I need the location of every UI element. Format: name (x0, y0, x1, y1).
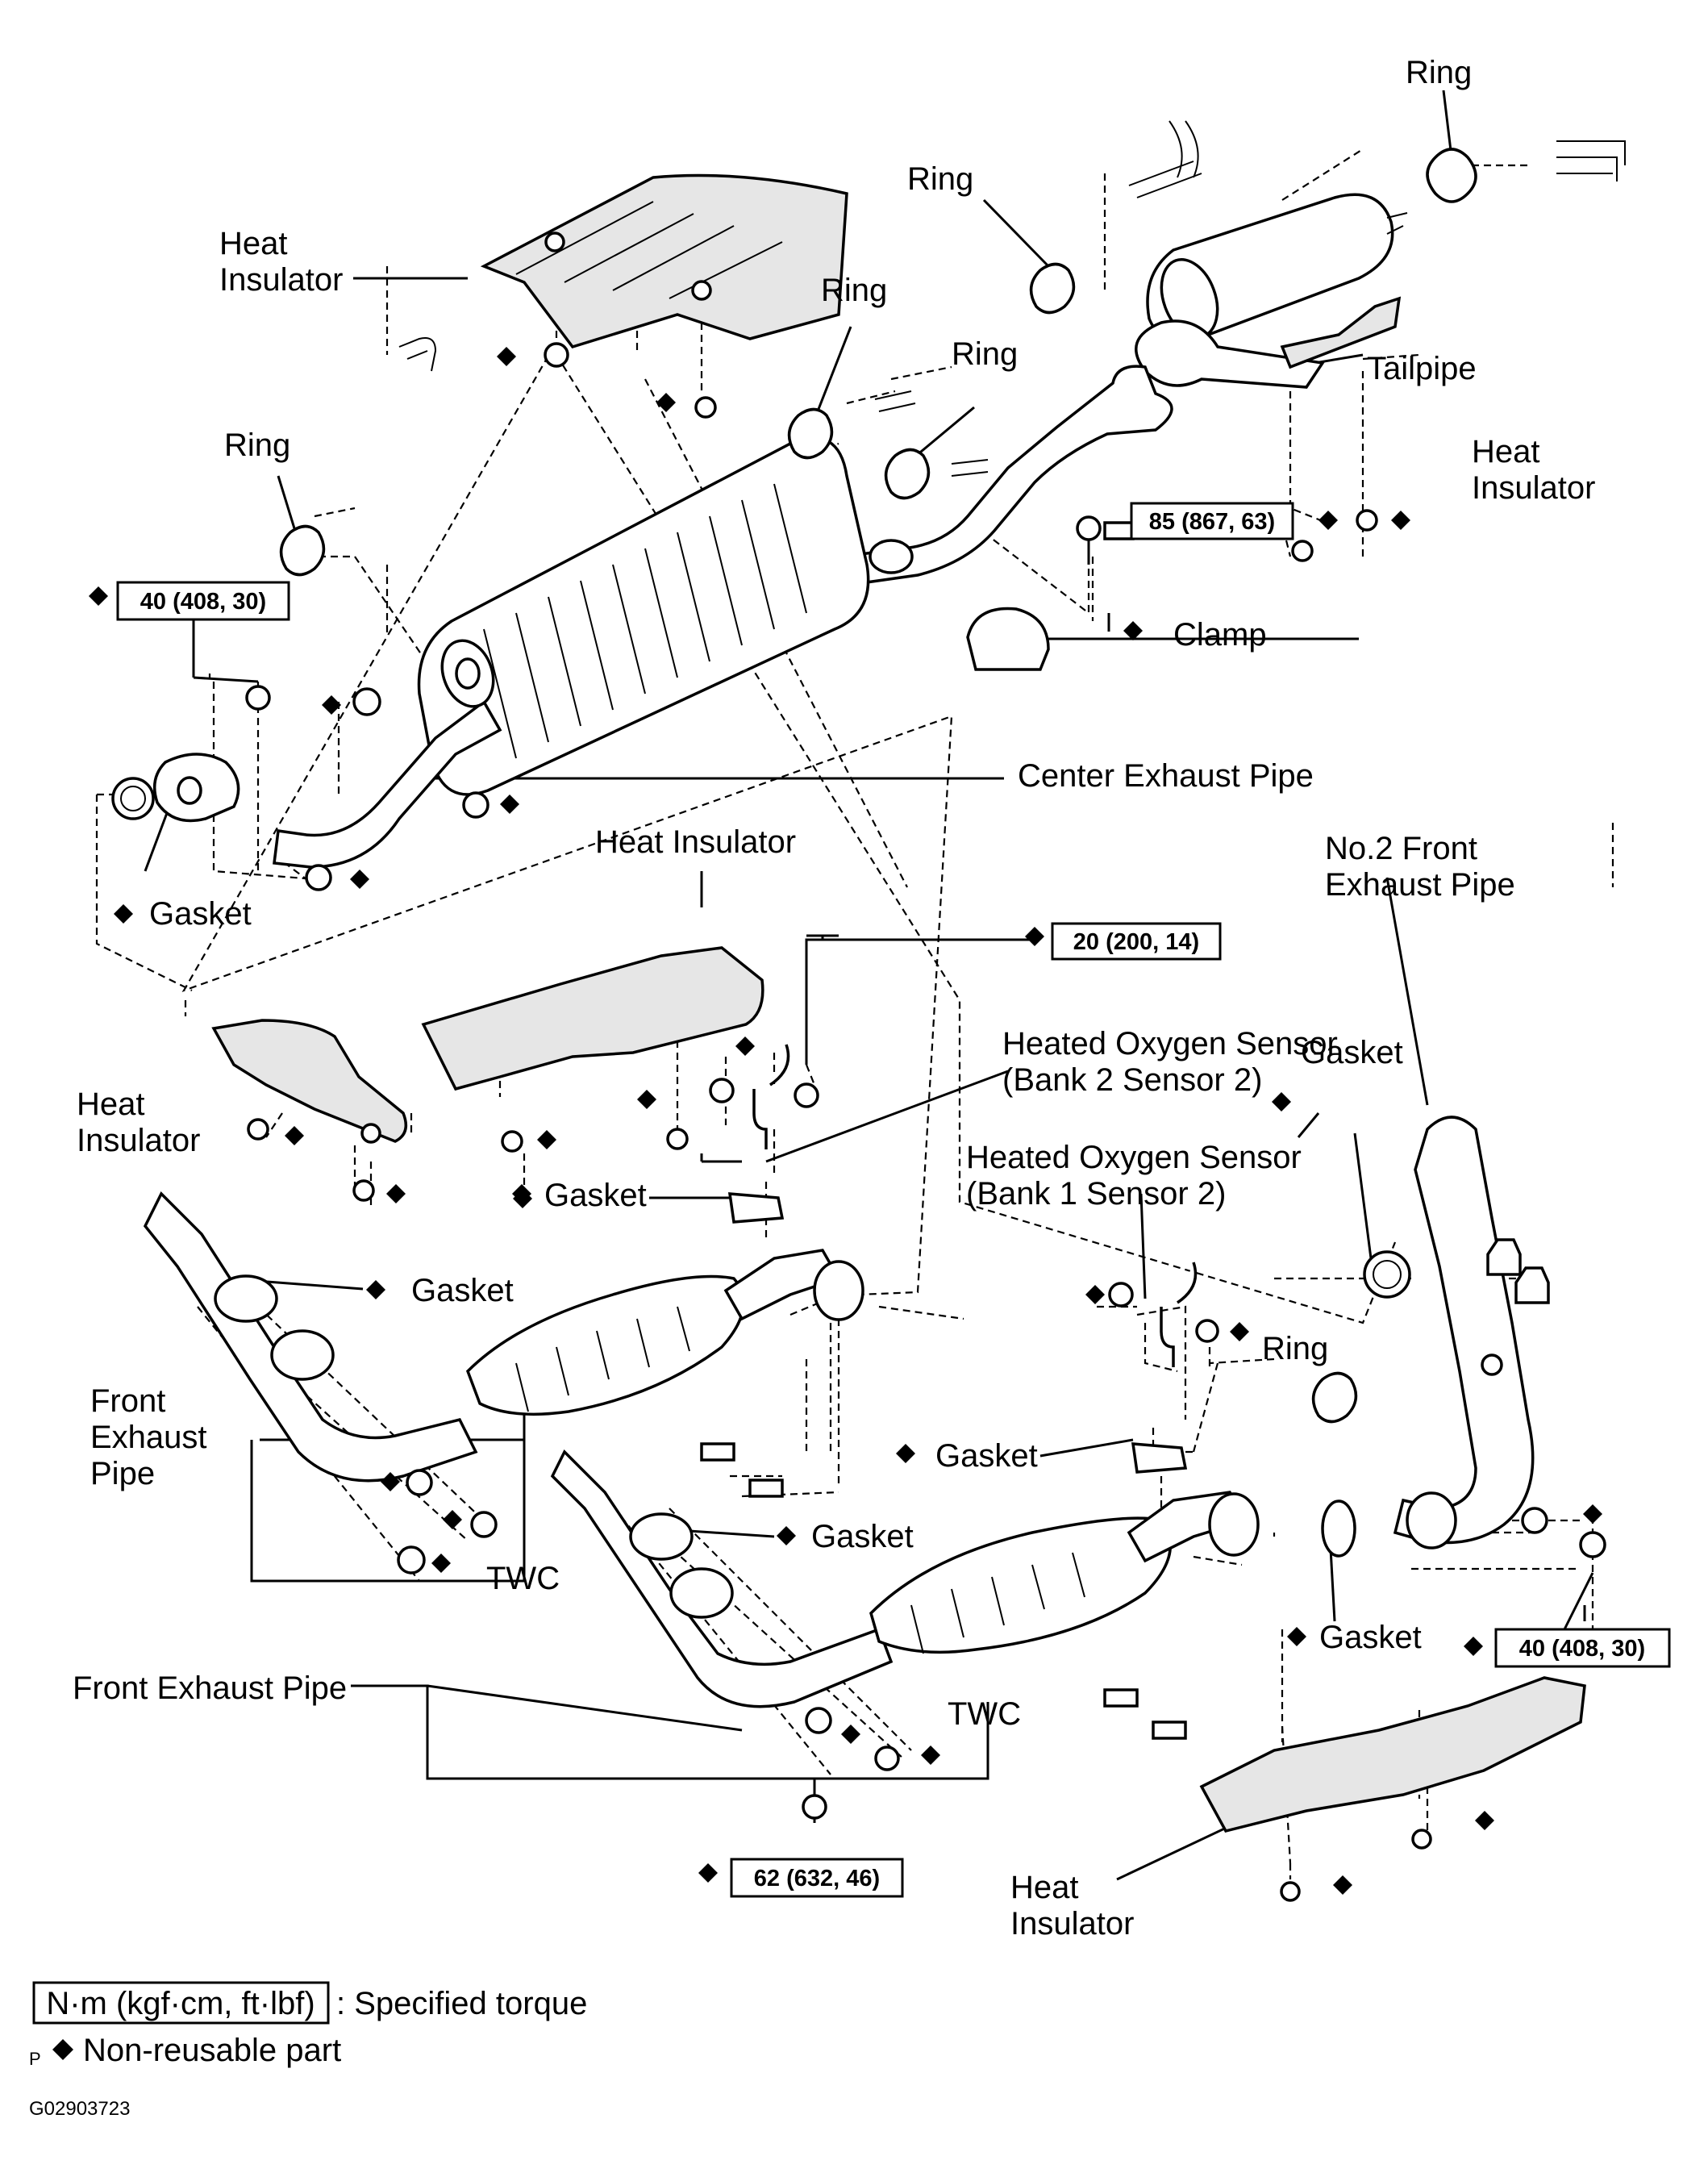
parts (111, 120, 1626, 1902)
label-gasket: Gasket (544, 1178, 647, 1213)
legend-torque-text: : Specified torque (336, 1986, 587, 2021)
diamond-icon (89, 586, 108, 606)
rear-muffler (1135, 193, 1408, 389)
label-heated-o2-bank1: Heated Oxygen Sensor(Bank 1 Sensor 2) (966, 1140, 1302, 1212)
diamond-icon (637, 1090, 656, 1109)
diamond-icon (366, 1280, 385, 1299)
diamond-icon (1318, 511, 1338, 530)
label-gasket: Gasket (1301, 1035, 1403, 1070)
label-ring: Ring (821, 273, 887, 308)
label-gasket: Gasket (1319, 1620, 1422, 1655)
label-clamp: Clamp (1173, 617, 1267, 653)
label-twc: TWC (948, 1696, 1021, 1732)
diamond-icon (921, 1745, 940, 1765)
diamond-icons (89, 347, 1602, 1895)
torque-box-20: 20 (200, 14) (1051, 922, 1222, 961)
label-gasket: Gasket (811, 1519, 914, 1554)
svg-text:20 (200, 14): 20 (200, 14) (1073, 929, 1199, 955)
label-heat-insulator-center: Heat Insulator (595, 824, 796, 860)
part-labels: Ring Ring Ring Ring Ring Ring Tailpipe C… (73, 55, 1595, 1942)
torque-box-40-right: 40 (408, 30) (1494, 1628, 1671, 1668)
diamond-icon (443, 1510, 462, 1529)
diamond-icon (350, 870, 369, 889)
torque-box-85: 85 (867, 63) (1130, 502, 1294, 540)
diamond-icon (1464, 1637, 1483, 1656)
label-heated-o2-bank2: Heated Oxygen Sensor(Bank 2 Sensor 2) (1002, 1026, 1338, 1098)
label-ring: Ring (1406, 55, 1472, 90)
label-gasket: Gasket (149, 896, 252, 932)
diamond-icon (537, 1130, 556, 1149)
label-gasket: Gasket (935, 1438, 1038, 1474)
diamond-icon (1287, 1627, 1306, 1646)
diamond-icon (381, 1472, 400, 1491)
diamond-icon (698, 1863, 718, 1883)
label-tailpipe: Tailpipe (1367, 351, 1477, 386)
diamond-icon (656, 393, 676, 412)
svg-text:62 (632, 46): 62 (632, 46) (754, 1866, 880, 1891)
diamond-icon (386, 1184, 406, 1203)
svg-text:40 (408, 30): 40 (408, 30) (1519, 1636, 1645, 1662)
diamond-icon (322, 695, 341, 715)
diamond-icon (841, 1725, 860, 1744)
diamond-icon (1475, 1811, 1494, 1830)
torque-box-40-left: 40 (408, 30) (116, 581, 290, 621)
legend: N·m (kgf·cm, ft·lbf) : Specified torque … (29, 1981, 587, 2120)
fasteners (245, 231, 1606, 1902)
legend-torque-unit: N·m (kgf·cm, ft·lbf) (46, 1986, 315, 2021)
diamond-icon (1333, 1875, 1352, 1895)
svg-text:40 (408, 30): 40 (408, 30) (140, 589, 266, 615)
label-twc: TWC (486, 1561, 560, 1596)
diamond-icon (1123, 621, 1143, 640)
label-ring: Ring (224, 428, 290, 463)
diamond-icon (777, 1526, 796, 1545)
diamond-icon (513, 1189, 532, 1208)
legend-nonreusable-text: Non-reusable part (83, 2033, 341, 2068)
diamond-icon (1085, 1285, 1105, 1304)
diamond-icon (735, 1036, 755, 1056)
heat-insulators (211, 173, 1586, 1833)
svg-text:85 (867, 63): 85 (867, 63) (1149, 509, 1275, 535)
diamond-icon (497, 347, 516, 366)
diamond-icon (1272, 1092, 1291, 1112)
label-front-exhaust-pipe: Front Exhaust Pipe (73, 1670, 347, 1706)
legend-p-mark: P (29, 2049, 41, 2069)
diamond-icon (285, 1126, 304, 1145)
diamond-icon (431, 1554, 451, 1573)
label-ring: Ring (907, 161, 973, 197)
diamond-icon (52, 2039, 73, 2060)
label-ring: Ring (952, 336, 1018, 372)
diamond-icon (896, 1444, 915, 1463)
diamond-icon (1391, 511, 1410, 530)
ring-hangers (279, 148, 1477, 1424)
diamond-icon (1583, 1504, 1602, 1524)
diamond-icon (1230, 1322, 1249, 1341)
torque-specs: 85 (867, 63) 40 (408, 30) 20 (200, 14) 4… (116, 502, 1671, 1898)
figure-id: G02903723 (29, 2098, 130, 2120)
diamond-icon (1025, 927, 1044, 946)
center-muffler (417, 436, 870, 796)
diamond-icon (500, 795, 519, 814)
label-gasket: Gasket (411, 1273, 514, 1308)
label-center-exhaust-pipe: Center Exhaust Pipe (1018, 758, 1314, 794)
diamond-icon (114, 904, 133, 924)
front-exhaust-pipes (143, 1191, 1260, 1708)
torque-box-62: 62 (632, 46) (730, 1858, 904, 1898)
label-ring: Ring (1262, 1331, 1328, 1366)
